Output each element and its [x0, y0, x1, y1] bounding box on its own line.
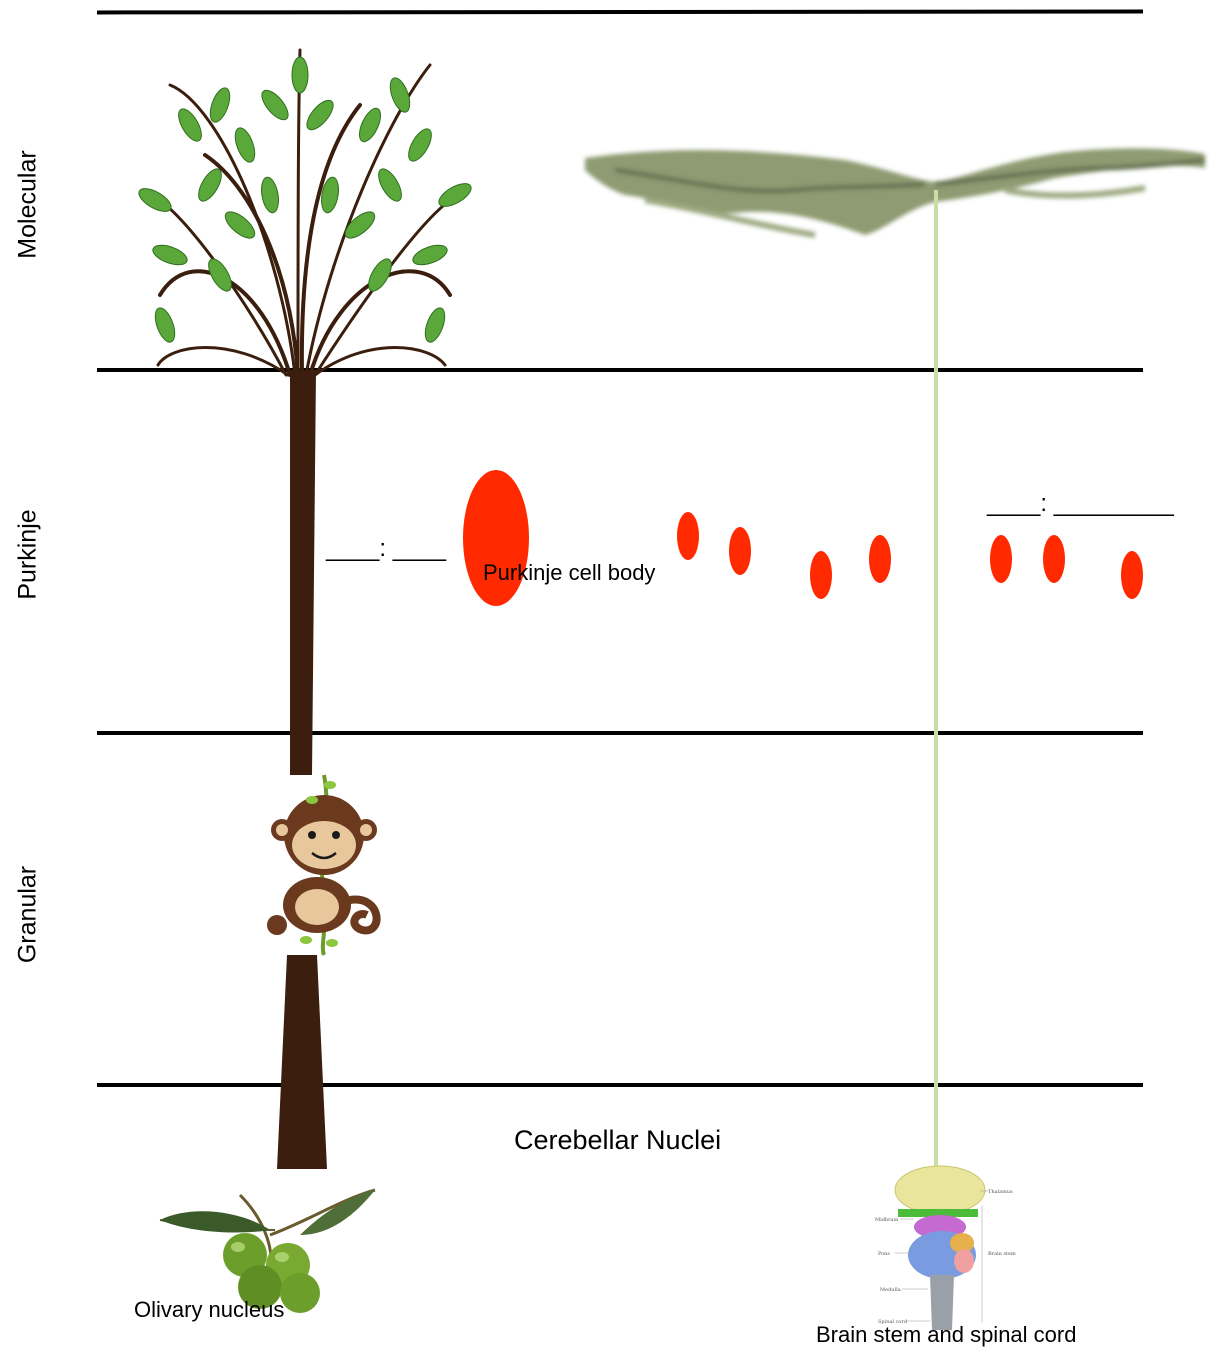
purkinje-cell-body	[869, 535, 891, 583]
inset-label-pons: Pons	[878, 1251, 890, 1257]
layer-label-granular: Granular	[14, 815, 43, 1015]
purkinje-cell-body	[1043, 535, 1065, 583]
monkey-illustration	[262, 775, 387, 955]
purkinje-cell-body	[990, 535, 1012, 583]
cerebellar-nuclei-label: Cerebellar Nuclei	[514, 1125, 721, 1156]
inset-label-thalamus: Thalamus	[988, 1189, 1013, 1195]
brainstem-anatomy-illustration: Thalamus Midbrain Pons Brain stem Medull…	[870, 1165, 1030, 1335]
inset-label-brain-stem: Brain stem	[988, 1251, 1016, 1257]
purkinje-cell-body	[677, 512, 699, 560]
inset-label-midbrain: Midbrain	[875, 1217, 899, 1223]
blank-label-right: ____: _________	[987, 490, 1174, 518]
purkinje-cell-body-label: Purkinje cell body	[483, 560, 655, 586]
olive-branch-illustration	[150, 1175, 380, 1315]
purkinje-cell-body	[1121, 551, 1143, 599]
brain-stem-label: Brain stem and spinal cord	[816, 1322, 1076, 1348]
olivary-nucleus-label: Olivary nucleus	[134, 1297, 284, 1323]
purkinje-cell-bodies	[0, 0, 1209, 700]
blank-label-left: ____: ____	[326, 535, 446, 563]
purkinje-cell-body	[810, 551, 832, 599]
inset-label-medulla: Medulla	[880, 1287, 901, 1293]
purkinje-cell-body	[729, 527, 751, 575]
